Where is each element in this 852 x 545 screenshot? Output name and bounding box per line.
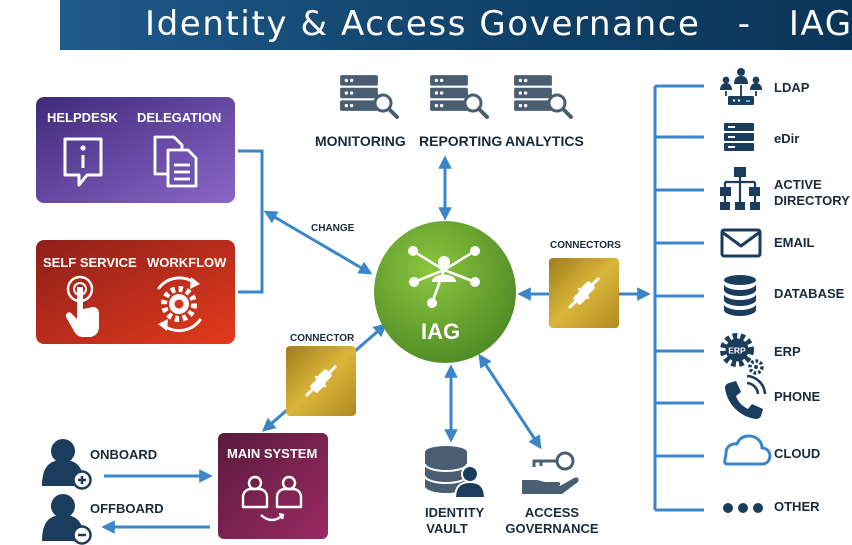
erp-gear-icon: ERP <box>720 333 764 375</box>
target-edir-label: eDir <box>774 131 800 146</box>
target-active-directory-label: ACTIVE DIRECTORY <box>774 177 850 209</box>
access-governance-line-1: ACCESS <box>524 505 580 520</box>
page-title: Identity & Access Governance - IAG <box>145 4 852 44</box>
target-active-directory-line-1: ACTIVE <box>774 177 822 192</box>
connection-lines <box>101 84 704 534</box>
onboard-user-icon <box>42 439 92 490</box>
access-governance-arrow <box>478 353 542 450</box>
workflow-gear-icon <box>157 276 202 333</box>
change-label: CHANGE <box>311 223 355 234</box>
title-bar: Identity & Access Governance - IAG <box>60 0 852 50</box>
workflow-label: WORKFLOW <box>147 255 227 270</box>
monitoring-server-icon <box>340 75 399 119</box>
main-system-label: MAIN SYSTEM <box>227 446 318 461</box>
analytics-label: ANALYTICS <box>505 133 584 149</box>
change-arrow <box>263 210 373 275</box>
connectors-plug-box <box>549 258 619 328</box>
target-other-label: OTHER <box>774 499 820 514</box>
analytics-server-icon <box>514 75 573 119</box>
two-people-icon <box>241 475 303 522</box>
target-cloud-label: CLOUD <box>774 446 821 461</box>
info-bubble-icon <box>63 137 103 187</box>
monitoring-label: MONITORING <box>315 133 406 149</box>
main-system-block <box>218 433 328 539</box>
key-hand-icon <box>522 451 579 494</box>
reporting-server-icon <box>430 75 489 119</box>
database-user-icon <box>424 446 487 499</box>
touch-hand-icon <box>65 275 99 337</box>
phone-icon <box>725 374 767 419</box>
documents-icon <box>153 135 198 188</box>
target-ticks <box>655 84 704 512</box>
connector-label: CONNECTOR <box>290 333 355 344</box>
offboard-label: OFFBOARD <box>90 501 164 516</box>
purple-block-bracket <box>238 149 264 294</box>
connector-plug-box <box>286 346 356 416</box>
ldap-network-icon <box>720 68 762 105</box>
network-nodes-icon <box>408 246 480 308</box>
reporting-label: REPORTING <box>419 133 503 149</box>
delegation-label: DELEGATION <box>137 110 222 125</box>
target-database-label: DATABASE <box>774 286 845 301</box>
connectors-label: CONNECTORS <box>550 240 621 251</box>
hierarchy-icon <box>720 167 760 210</box>
cloud-icon <box>723 434 772 466</box>
identity-vault-line-2: VAULT <box>426 521 468 536</box>
access-governance-label: ACCESS GOVERNANCE <box>503 505 601 537</box>
target-phone-label: PHONE <box>774 389 821 404</box>
identity-vault-label: IDENTITY VAULT <box>425 505 485 537</box>
envelope-icon <box>720 228 762 258</box>
iag-hub-label: IAG <box>421 319 461 344</box>
server-stack-icon <box>724 123 754 151</box>
helpdesk-label: HELPDESK <box>47 110 118 125</box>
target-email-label: EMAIL <box>774 235 815 250</box>
target-ldap-label: LDAP <box>774 80 810 95</box>
target-active-directory-line-2: DIRECTORY <box>774 193 850 208</box>
target-erp-label: ERP <box>774 344 801 359</box>
svg-text:ERP: ERP <box>728 346 746 356</box>
database-icon <box>724 275 756 316</box>
self-service-label: SELF SERVICE <box>43 255 137 270</box>
iag-hub-circle <box>374 221 516 363</box>
access-governance-line-2: GOVERNANCE <box>505 521 599 536</box>
identity-vault-line-1: IDENTITY <box>425 505 485 520</box>
offboard-user-icon <box>42 494 92 545</box>
dots-icon <box>723 503 763 513</box>
onboard-label: ONBOARD <box>90 447 158 462</box>
